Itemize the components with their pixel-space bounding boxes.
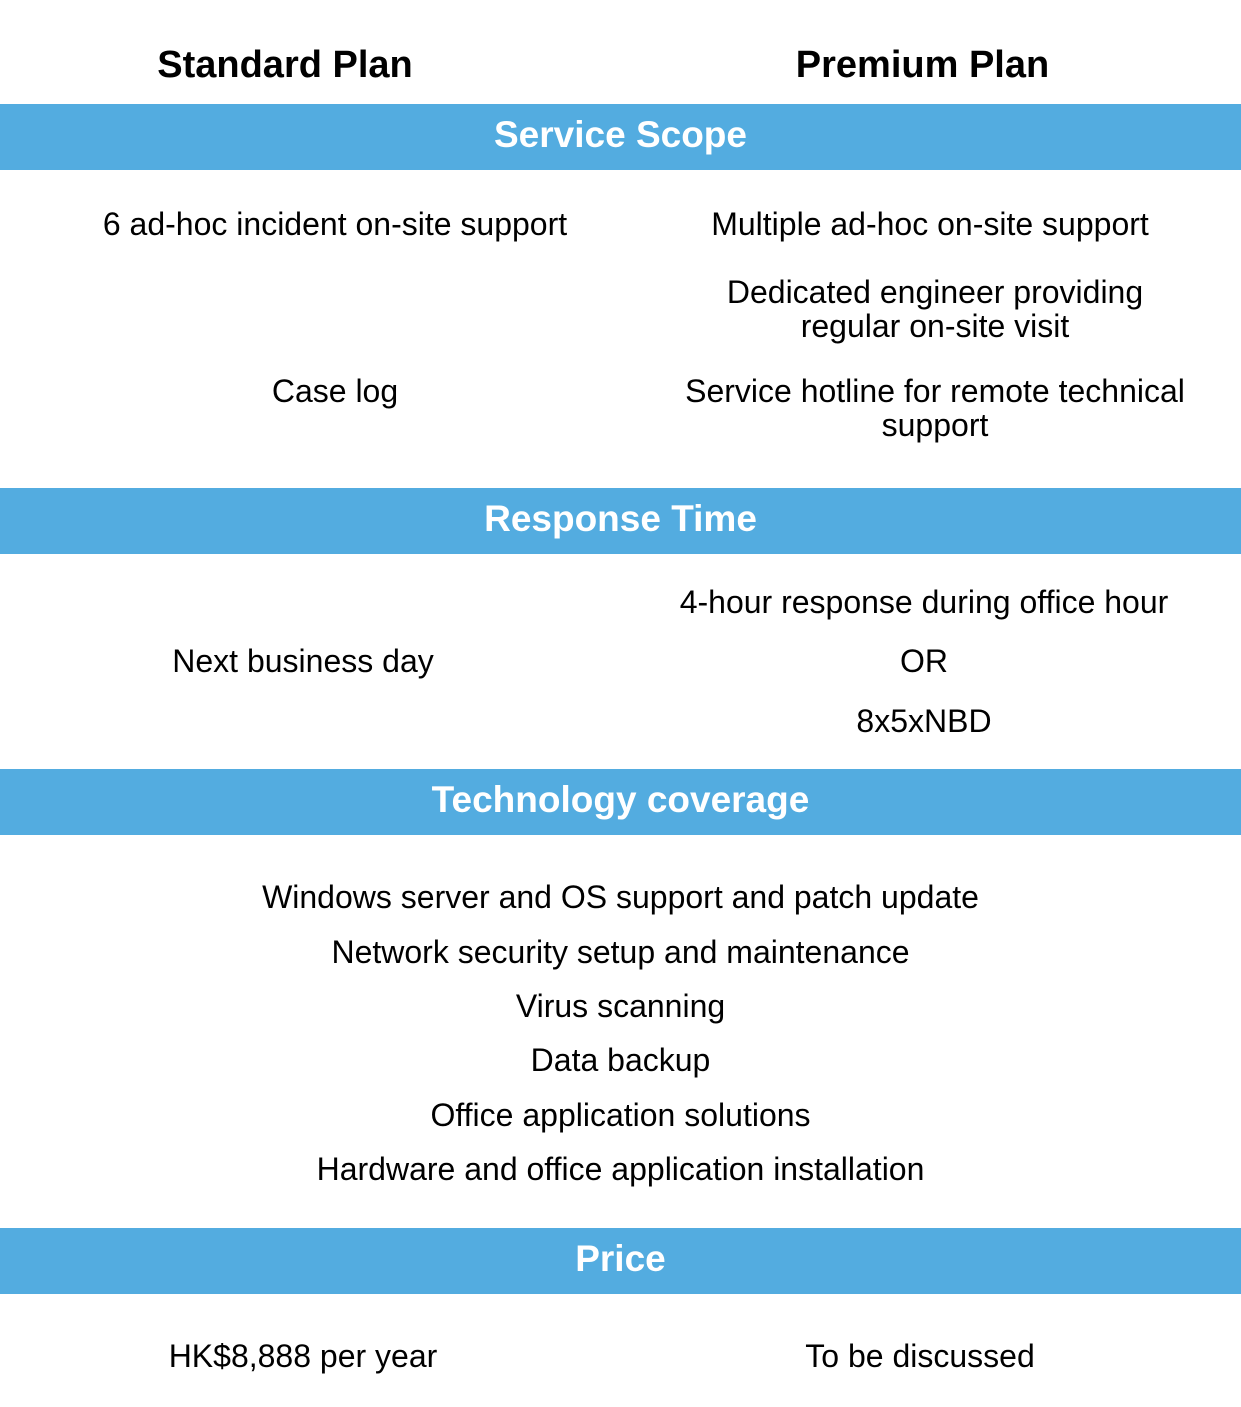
premium-price: To be discussed <box>805 1338 1035 1374</box>
premium-scope-item: Service hotline for remote technical sup… <box>685 373 1185 443</box>
standard-plan-heading: Standard Plan <box>157 44 413 86</box>
standard-price: HK$8,888 per year <box>168 1338 438 1374</box>
premium-response-item: 8x5xNBD <box>856 703 992 739</box>
technology-coverage-item: Windows server and OS support and patch … <box>262 879 979 915</box>
premium-response-item: 4-hour response during office hour <box>679 584 1169 620</box>
technology-coverage-item: Network security setup and maintenance <box>331 934 910 970</box>
premium-plan-heading: Premium Plan <box>795 44 1050 86</box>
technology-coverage-band: Technology coverage <box>0 769 1241 835</box>
premium-scope-item: Dedicated engineer providing regular on-… <box>726 274 1144 344</box>
technology-coverage-item: Data backup <box>530 1042 711 1078</box>
standard-response-item: Next business day <box>172 643 434 679</box>
standard-scope-item: 6 ad-hoc incident on-site support <box>102 206 568 242</box>
premium-response-item: OR <box>900 643 948 679</box>
response-time-band: Response Time <box>0 488 1241 554</box>
premium-scope-item: Multiple ad-hoc on-site support <box>711 206 1149 242</box>
technology-coverage-item: Office application solutions <box>430 1097 811 1133</box>
service-scope-band: Service Scope <box>0 104 1241 170</box>
technology-coverage-item: Virus scanning <box>515 988 726 1024</box>
technology-coverage-item: Hardware and office application installa… <box>316 1151 925 1187</box>
standard-scope-item: Case log <box>271 373 399 409</box>
price-band: Price <box>0 1228 1241 1294</box>
